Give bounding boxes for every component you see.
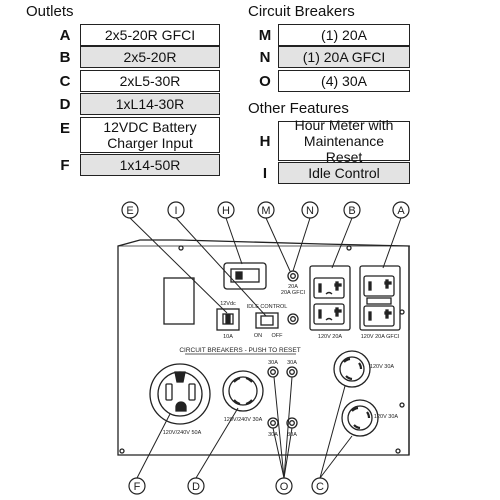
callout-c: C xyxy=(316,481,324,493)
callout-h: H xyxy=(222,205,230,217)
row-desc: 1xL14-30R xyxy=(80,93,220,115)
row-desc: 1x14-50R xyxy=(80,154,220,176)
o-amp-2: 30A xyxy=(287,360,297,366)
row-letter: H xyxy=(259,132,271,150)
row-desc: 2x5-20R GFCI xyxy=(80,24,220,46)
o-amp-3: 30A xyxy=(268,432,278,438)
row-letter: D xyxy=(59,95,71,113)
dc-charger-outlet xyxy=(216,308,240,331)
breaker-m xyxy=(287,270,299,282)
breakers-row-o: O (4) 30A xyxy=(250,70,410,92)
o-amp-4: 30A xyxy=(287,432,297,438)
callout-e: E xyxy=(126,205,133,217)
d-rating: 120V/240V 30A xyxy=(224,417,263,423)
outlets-row-f: F 1x14-50R xyxy=(50,154,220,176)
f-rating: 120V/240V 50A xyxy=(163,430,202,436)
b-rating: 120V 20A xyxy=(318,334,342,340)
callout-d: D xyxy=(192,481,200,493)
breaker-o-1 xyxy=(267,366,279,378)
o-amp-1: 30A xyxy=(268,360,278,366)
callout-b: B xyxy=(348,205,355,217)
row-letter: B xyxy=(59,48,71,66)
dc-amp: 10A xyxy=(223,334,233,340)
dc-label: 12Vdc xyxy=(220,301,236,307)
breaker-o-2 xyxy=(286,366,298,378)
idle-switch xyxy=(255,312,279,329)
row-desc: (1) 20A GFCI xyxy=(278,46,410,68)
row-letter: N xyxy=(259,48,271,66)
other-title: Other Features xyxy=(248,100,349,117)
panel-outline xyxy=(117,239,410,456)
row-letter: I xyxy=(262,164,268,182)
outlet-c-2 xyxy=(341,399,379,437)
callout-n: N xyxy=(306,205,314,217)
row-desc: (4) 30A xyxy=(278,70,410,92)
outlets-row-e: E 12VDC Battery Charger Input xyxy=(50,117,220,153)
outlets-row-a: A 2x5-20R GFCI xyxy=(50,24,220,46)
callout-m: M xyxy=(261,205,270,217)
outlets-row-d: D 1xL14-30R xyxy=(50,93,220,115)
c-rating-2: 120V 30A xyxy=(374,414,398,420)
hour-meter xyxy=(223,262,267,290)
a-rating: 120V 20A GFCI xyxy=(361,334,400,340)
row-desc: Hour Meter with Maintenance Reset xyxy=(278,117,410,165)
row-letter: A xyxy=(59,26,71,44)
outlet-f xyxy=(149,363,211,425)
other-row-i: I Idle Control xyxy=(250,162,410,184)
outlet-c-1 xyxy=(333,350,371,388)
outlet-b xyxy=(309,265,351,331)
row-desc: (1) 20A xyxy=(278,24,410,46)
outlets-row-b: B 2x5-20R xyxy=(50,46,220,68)
breakers-header: CIRCUIT BREAKERS - PUSH TO RESET xyxy=(179,347,300,354)
idle-off: OFF xyxy=(272,333,284,339)
row-letter: O xyxy=(259,72,271,90)
row-letter: C xyxy=(59,72,71,90)
callout-i: I xyxy=(174,205,177,217)
m-amp: 20A xyxy=(288,284,298,290)
breaker-n xyxy=(287,313,299,325)
breakers-row-n: N (1) 20A GFCI xyxy=(250,46,410,68)
breakers-row-m: M (1) 20A xyxy=(250,24,410,46)
callout-o: O xyxy=(280,481,289,493)
outlets-row-c: C 2xL5-30R xyxy=(50,70,220,92)
row-desc: Idle Control xyxy=(278,162,410,184)
row-desc: 2xL5-30R xyxy=(80,70,220,92)
callout-a: A xyxy=(397,205,405,217)
idle-label: IDLE CONTROL xyxy=(247,304,288,310)
outlets-title: Outlets xyxy=(26,3,74,20)
callout-f: F xyxy=(134,481,141,493)
row-desc: 2x5-20R xyxy=(80,46,220,68)
breakers-title: Circuit Breakers xyxy=(248,3,355,20)
idle-on: ON xyxy=(254,333,262,339)
row-desc: 12VDC Battery Charger Input xyxy=(80,117,220,153)
other-row-h: H Hour Meter with Maintenance Reset xyxy=(250,117,410,165)
row-letter: M xyxy=(258,26,272,44)
c-rating-1: 120V 30A xyxy=(370,364,394,370)
outlet-d xyxy=(222,370,264,412)
row-letter: F xyxy=(60,156,70,174)
outlet-a xyxy=(359,265,401,331)
row-letter: E xyxy=(59,120,70,137)
breaker-o-3 xyxy=(267,417,279,429)
control-panel-diagram: E I H M N B A F D O C 12Vdc 10A IDLE CON… xyxy=(117,201,410,495)
n-amp: 20A GFCI xyxy=(281,290,306,296)
